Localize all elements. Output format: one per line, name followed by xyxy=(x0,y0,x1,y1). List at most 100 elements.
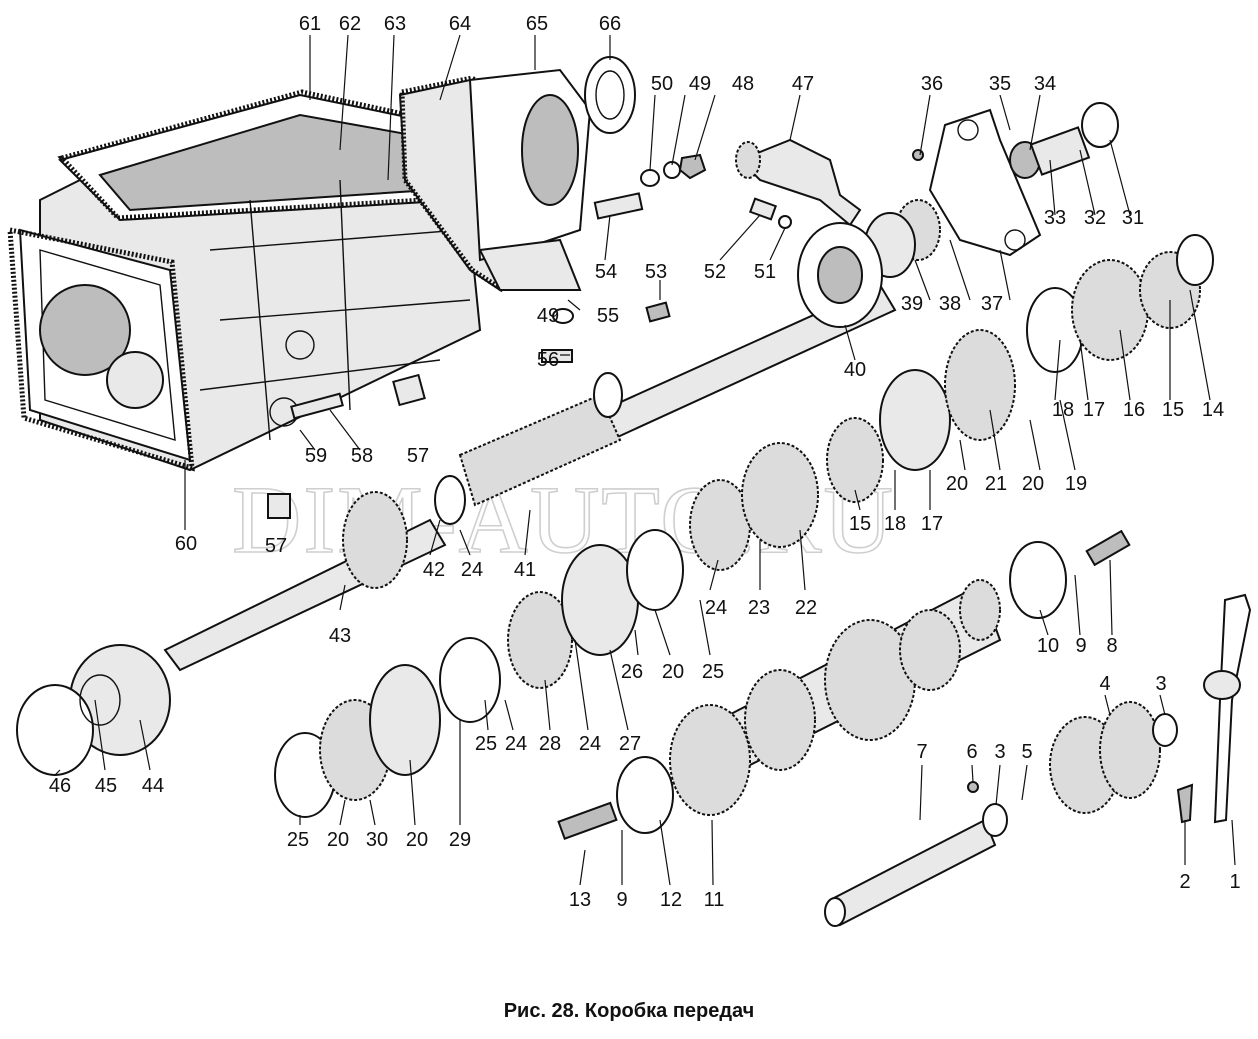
reverse-idler xyxy=(824,593,1252,927)
part-label: 22 xyxy=(795,597,817,619)
part-label: 27 xyxy=(619,733,641,755)
part-label: 20 xyxy=(406,829,428,851)
part-label: 62 xyxy=(339,13,361,35)
part-label: 15 xyxy=(1162,399,1184,421)
part-label: 20 xyxy=(1022,473,1044,495)
part-label: 31 xyxy=(1122,207,1144,229)
part-label: 59 xyxy=(305,445,327,467)
part-label: 56 xyxy=(537,349,559,371)
figure-caption: Рис. 28. Коробка передач xyxy=(503,1000,755,1022)
part-label: 43 xyxy=(329,625,351,647)
part-label: 63 xyxy=(384,13,406,35)
part-label: 5 xyxy=(1021,741,1032,763)
part-label: 58 xyxy=(351,445,373,467)
part-label: 4 xyxy=(1099,673,1110,695)
part-label: 14 xyxy=(1202,399,1224,421)
part-label: 53 xyxy=(645,261,667,283)
part-label: 60 xyxy=(175,533,197,555)
part-label: 45 xyxy=(95,775,117,797)
part-label: 37 xyxy=(981,293,1003,315)
part-label: 20 xyxy=(946,473,968,495)
part-label: 1 xyxy=(1229,871,1240,893)
part-label: 46 xyxy=(49,775,71,797)
main-shaft-gears xyxy=(274,234,1214,818)
part-label: 57 xyxy=(407,445,429,467)
part-label: 10 xyxy=(1037,635,1059,657)
speedometer-drive xyxy=(735,138,862,227)
part-label: 18 xyxy=(884,513,906,535)
part-label: 8 xyxy=(1106,635,1117,657)
part-label: 41 xyxy=(514,559,536,581)
gearbox-housing xyxy=(7,89,482,472)
part-label: 11 xyxy=(704,889,725,911)
input-shaft xyxy=(434,222,897,525)
bearing-12 xyxy=(616,756,674,834)
part-label: 40 xyxy=(844,359,866,381)
part-label: 25 xyxy=(287,829,309,851)
part-label: 47 xyxy=(792,73,814,95)
part-label: 54 xyxy=(595,261,617,283)
part-label: 25 xyxy=(475,733,497,755)
part-label: 3 xyxy=(994,741,1005,763)
part-label: 15 xyxy=(849,513,871,535)
rear-bearing-flange xyxy=(864,102,1119,278)
part-label: 29 xyxy=(449,829,471,851)
part-label: 25 xyxy=(702,661,724,683)
part-label: 48 xyxy=(732,73,754,95)
part-label: 9 xyxy=(1075,635,1086,657)
part-label: 65 xyxy=(526,13,548,35)
part-label: 24 xyxy=(579,733,601,755)
part-label: 17 xyxy=(1083,399,1105,421)
part-label: 7 xyxy=(916,741,927,763)
part-label: 20 xyxy=(327,829,349,851)
fasteners xyxy=(267,153,792,519)
part-label: 3 xyxy=(1155,673,1166,695)
leader-lines xyxy=(54,34,1236,886)
part-label: 64 xyxy=(449,13,471,35)
part-label: 55 xyxy=(597,305,619,327)
rear-extension-housing xyxy=(398,56,636,293)
gasket-60 xyxy=(7,226,195,472)
countershaft xyxy=(557,529,1131,840)
bearing-10 xyxy=(1009,541,1067,619)
part-label: 9 xyxy=(616,889,627,911)
part-label: 66 xyxy=(599,13,621,35)
part-label: 32 xyxy=(1084,207,1106,229)
part-label: 61 xyxy=(299,13,321,35)
part-label: 52 xyxy=(704,261,726,283)
part-label: 50 xyxy=(651,73,673,95)
part-label: 12 xyxy=(660,889,682,911)
part-label: 19 xyxy=(1065,473,1087,495)
part-label: 57 xyxy=(265,535,287,557)
part-label: 35 xyxy=(989,73,1011,95)
part-label: 34 xyxy=(1034,73,1056,95)
part-label: 51 xyxy=(754,261,776,283)
part-label: 26 xyxy=(621,661,643,683)
part-label: 24 xyxy=(705,597,727,619)
part-label: 2 xyxy=(1179,871,1190,893)
part-label: 30 xyxy=(366,829,388,851)
part-label: 18 xyxy=(1052,399,1074,421)
part-label: 49 xyxy=(537,305,559,327)
part-label: 6 xyxy=(966,741,977,763)
oil-seal-66 xyxy=(584,56,636,134)
part-label: 21 xyxy=(985,473,1007,495)
part-label: 28 xyxy=(539,733,561,755)
part-label: 24 xyxy=(461,559,483,581)
part-label: 39 xyxy=(901,293,923,315)
part-label: 16 xyxy=(1123,399,1145,421)
part-label: 44 xyxy=(142,775,164,797)
part-label: 42 xyxy=(423,559,445,581)
part-label: 17 xyxy=(921,513,943,535)
part-label: 38 xyxy=(939,293,961,315)
main-shaft xyxy=(16,491,447,776)
part-label: 24 xyxy=(505,733,527,755)
part-label: 13 xyxy=(569,889,591,911)
part-label: 36 xyxy=(921,73,943,95)
part-label: 23 xyxy=(748,597,770,619)
part-label: 20 xyxy=(662,661,684,683)
part-label: 49 xyxy=(689,73,711,95)
